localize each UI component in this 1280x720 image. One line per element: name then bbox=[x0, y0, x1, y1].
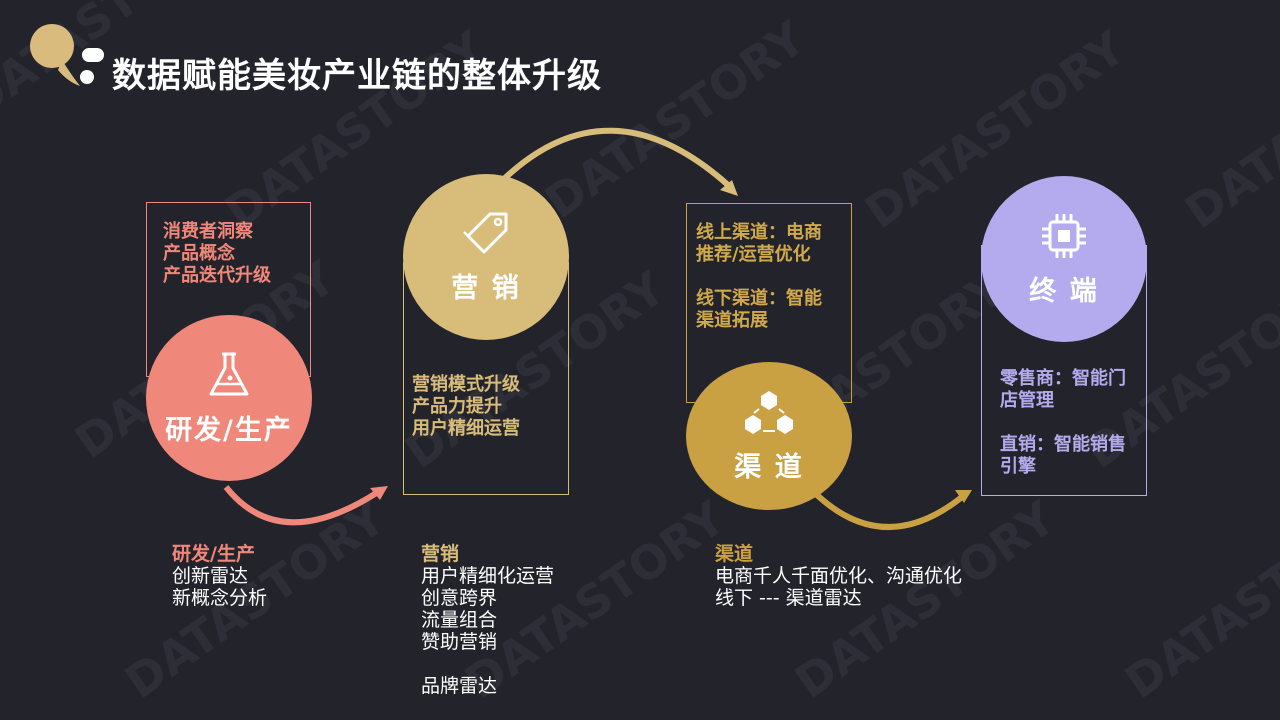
channel-stage-circle: 渠 道 bbox=[686, 362, 852, 510]
marketing-note-line bbox=[421, 653, 554, 675]
rd-note-line: 创新雷达 bbox=[172, 565, 249, 587]
arrow-marketing-to-channel bbox=[502, 127, 730, 188]
brand-logo bbox=[30, 24, 104, 86]
channel-note-heading: 渠道 bbox=[715, 543, 754, 565]
arrow-channel-to-terminal bbox=[814, 492, 964, 530]
marketing-detail-item: 营销模式升级 bbox=[412, 374, 520, 395]
rd-stage-circle: 研发/生产 bbox=[146, 315, 312, 481]
watermark-text: DATASTORY bbox=[1115, 490, 1280, 709]
arrow-head-marketing bbox=[720, 180, 738, 196]
channel-note-line: 线下 --- 渠道雷达 bbox=[715, 587, 862, 609]
rd-detail-item: 消费者洞察 bbox=[163, 221, 253, 242]
page-title: 数据赋能美妆产业链的整体升级 bbox=[112, 56, 602, 96]
marketing-note-heading: 营销 bbox=[421, 543, 460, 565]
marketing-stage-circle: 营 销 bbox=[403, 174, 569, 340]
marketing-stage-label: 营 销 bbox=[451, 272, 521, 304]
marketing-detail-item: 产品力提升 bbox=[412, 396, 502, 417]
channel-note-line: 电商千人千面优化、沟通优化 bbox=[715, 565, 963, 587]
marketing-bottom-note: 营销 用户精细化运营 创意跨界 流量组合 赞助营销 品牌雷达 bbox=[421, 543, 554, 697]
flask-icon bbox=[209, 352, 249, 395]
marketing-note-line: 流量组合 bbox=[421, 609, 498, 631]
channel-detail-item: 渠道拓展 bbox=[696, 310, 768, 331]
rd-note-heading: 研发/生产 bbox=[172, 543, 255, 565]
rd-details: 消费者洞察 产品概念 产品迭代升级 bbox=[163, 221, 271, 287]
tag-icon bbox=[463, 212, 508, 253]
channel-detail-item: 线下渠道：智能 bbox=[696, 288, 822, 309]
rd-stage-label: 研发/生产 bbox=[165, 414, 293, 446]
watermark-text: DATASTORY bbox=[535, 10, 815, 229]
watermark-text: DATASTORY bbox=[1175, 20, 1280, 239]
arrow-rd-to-marketing bbox=[223, 485, 380, 526]
marketing-detail-item: 用户精细运营 bbox=[412, 418, 520, 439]
hexagon-network-icon bbox=[745, 390, 793, 434]
marketing-note-line: 品牌雷达 bbox=[421, 675, 498, 697]
channel-detail-item: 推荐/运营优化 bbox=[696, 244, 811, 265]
channel-detail-item bbox=[696, 266, 822, 288]
channel-stage-label: 渠 道 bbox=[734, 451, 804, 483]
terminal-detail-item: 引擎 bbox=[1000, 456, 1036, 477]
marketing-note-line: 赞助营销 bbox=[421, 631, 498, 653]
channel-bottom-note: 渠道 电商千人千面优化、沟通优化 线下 --- 渠道雷达 bbox=[715, 543, 962, 609]
channel-details: 线上渠道：电商 推荐/运营优化 线下渠道：智能 渠道拓展 bbox=[696, 222, 822, 332]
terminal-detail-item: 店管理 bbox=[1000, 390, 1054, 411]
terminal-stage-circle: 终 端 bbox=[981, 176, 1147, 342]
terminal-stage-label: 终 端 bbox=[1029, 275, 1099, 307]
terminal-detail-item: 零售商：智能门 bbox=[1000, 368, 1126, 389]
terminal-detail-item bbox=[1000, 412, 1126, 434]
terminal-details: 零售商：智能门 店管理 直销：智能销售 引擎 bbox=[1000, 368, 1126, 478]
rd-bottom-note: 研发/生产 创新雷达 新概念分析 bbox=[172, 543, 267, 609]
arrow-head-rd bbox=[370, 486, 388, 500]
chip-icon bbox=[1042, 213, 1086, 258]
marketing-details: 营销模式升级 产品力提升 用户精细运营 bbox=[412, 374, 520, 440]
rd-detail-item: 产品概念 bbox=[163, 243, 235, 264]
rd-note-line: 新概念分析 bbox=[172, 587, 268, 609]
marketing-note-line: 用户精细化运营 bbox=[421, 565, 555, 587]
marketing-note-line: 创意跨界 bbox=[421, 587, 498, 609]
arrow-head-channel bbox=[955, 490, 972, 503]
rd-detail-item: 产品迭代升级 bbox=[163, 265, 271, 286]
channel-detail-item: 线上渠道：电商 bbox=[696, 222, 822, 243]
terminal-detail-item: 直销：智能销售 bbox=[1000, 434, 1126, 455]
